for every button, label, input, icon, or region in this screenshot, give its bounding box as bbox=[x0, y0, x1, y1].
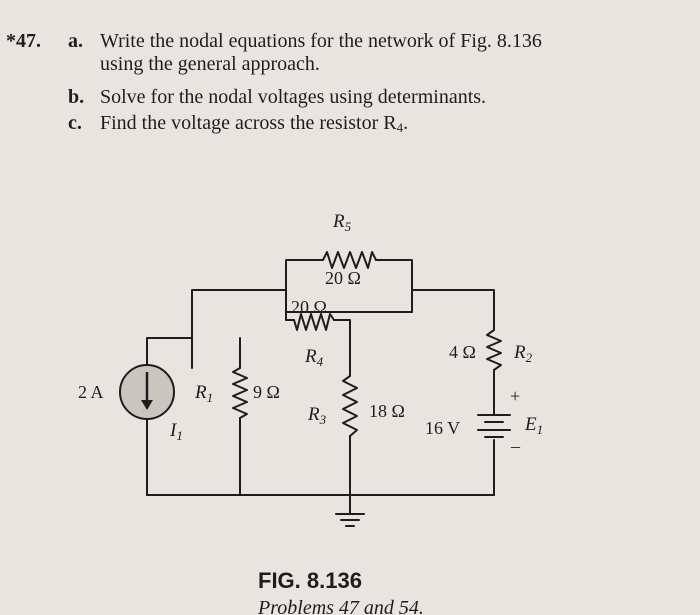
battery-plus-sign: + bbox=[510, 386, 520, 406]
figure-caption: Problems 47 and 54. bbox=[257, 597, 424, 615]
wire-left-top bbox=[191, 289, 287, 369]
resistor-r3-zigzag bbox=[342, 375, 358, 437]
wire-source bbox=[146, 337, 193, 496]
wire-r4-node bbox=[285, 289, 495, 331]
battery-value-label: 16 V bbox=[425, 418, 460, 438]
part-b-label: b. bbox=[68, 86, 85, 108]
source-value-label: 2 A bbox=[78, 382, 104, 402]
r4-value-label: 20 Ω bbox=[291, 297, 327, 317]
part-b-line1: Solve for the nodal voltages using deter… bbox=[100, 86, 487, 108]
part-c-label: c. bbox=[68, 112, 82, 134]
ground-symbol bbox=[335, 494, 365, 527]
problem-number: *47. bbox=[6, 30, 41, 52]
source-name-label: I1 bbox=[169, 420, 183, 443]
wire-r5-loop bbox=[285, 259, 413, 313]
r3-name-label: R3 bbox=[307, 404, 327, 427]
r5-value-label: 20 Ω bbox=[325, 268, 361, 288]
r1-value-label: 9 Ω bbox=[253, 382, 280, 402]
figure-label: FIG. 8.136 bbox=[258, 568, 362, 593]
r5-name-label: R5 bbox=[332, 211, 352, 234]
part-a-label: a. bbox=[68, 30, 83, 52]
part-c-end: . bbox=[403, 112, 409, 134]
wire-r4-right bbox=[333, 319, 351, 369]
battery-minus-sign: – bbox=[510, 436, 521, 456]
r4-name-label: R4 bbox=[304, 346, 324, 369]
resistor-r2-zigzag bbox=[486, 329, 502, 371]
resistor-r1-zigzag bbox=[232, 367, 248, 419]
r3-value-label: 18 Ω bbox=[369, 401, 405, 421]
battery-name-label: E1 bbox=[524, 414, 543, 437]
r1-name-label: R1 bbox=[194, 382, 213, 405]
resistor-r4-zigzag bbox=[293, 313, 335, 331]
battery-plates bbox=[477, 414, 511, 438]
r2-value-label: 4 Ω bbox=[449, 342, 476, 362]
r2-name-label: R2 bbox=[513, 342, 533, 365]
part-c-sub: 4 bbox=[396, 120, 404, 135]
resistor-r5-zigzag bbox=[322, 251, 377, 269]
current-source-arrowhead bbox=[141, 400, 153, 410]
part-a-line1: Write the nodal equations for the networ… bbox=[100, 30, 542, 52]
part-c-text: Find the voltage across the resistor R4. bbox=[100, 112, 408, 139]
part-c-main: Find the voltage across the resistor R bbox=[100, 112, 397, 134]
part-a-line2: using the general approach. bbox=[100, 53, 320, 75]
